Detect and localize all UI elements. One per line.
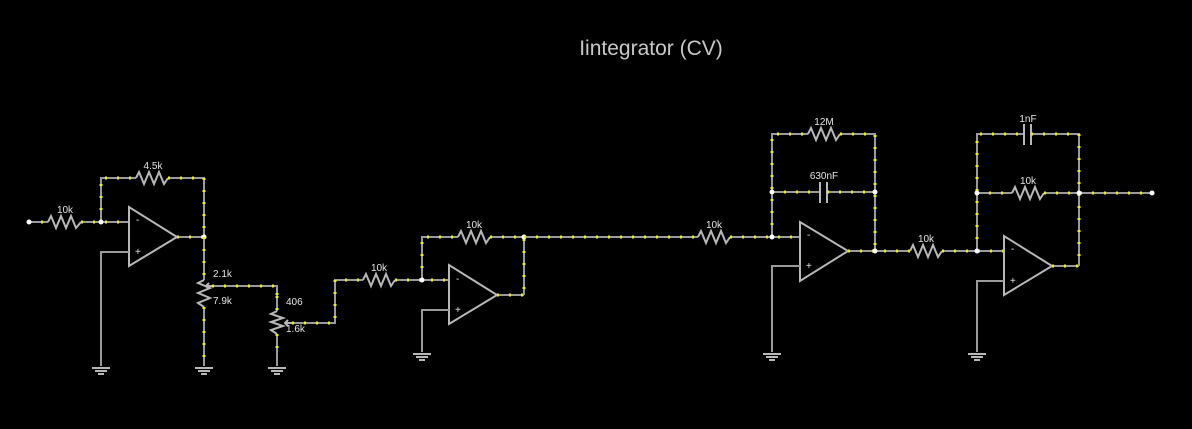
label-r-fb1: 4.5k — [144, 161, 164, 172]
junction — [872, 248, 878, 254]
opamp-3[interactable] — [799, 220, 850, 283]
opamp-2-minus: - — [456, 274, 459, 285]
ground-5 — [762, 353, 782, 361]
resistor-r-in1[interactable] — [47, 213, 82, 231]
resistor-r-in4[interactable] — [909, 242, 943, 260]
output-terminal[interactable] — [1149, 190, 1155, 196]
stage-3: 10k 12M 630nF - + — [697, 117, 910, 361]
resistor-r-in2[interactable] — [362, 271, 396, 289]
ground-1 — [91, 367, 111, 375]
junction — [974, 248, 980, 254]
ground-6 — [967, 353, 987, 361]
opamp-2-plus: + — [455, 305, 461, 316]
junction — [769, 189, 775, 195]
ground-4 — [412, 353, 432, 361]
junction — [769, 234, 775, 240]
stage-4: 10k 1nF 10k - + — [909, 114, 1155, 361]
opamp-3-plus: + — [806, 261, 812, 272]
label-r-in1: 10k — [57, 205, 74, 216]
label-r-fb3: 12M — [814, 117, 833, 128]
opamp-4-minus: - — [1011, 244, 1014, 255]
opamp-1[interactable] — [128, 205, 179, 268]
resistor-r-fb1[interactable] — [135, 169, 169, 187]
stage-2: 10k 10k - + — [362, 220, 527, 361]
capacitor-c-fb4[interactable] — [1023, 124, 1032, 145]
opamp-1-plus: + — [135, 247, 141, 258]
opamp-3-minus: - — [807, 230, 810, 241]
label-pot2-bot: 1.6k — [286, 324, 306, 335]
input-terminal[interactable] — [26, 219, 32, 225]
resistor-r-fb3[interactable] — [807, 125, 841, 143]
resistor-r-in3[interactable] — [697, 228, 731, 246]
label-r-fb2: 10k — [466, 220, 483, 231]
opamp-1-minus: - — [136, 215, 139, 226]
label-c-fb3: 630nF — [810, 171, 838, 182]
junction — [419, 277, 425, 283]
label-pot2-top: 406 — [286, 297, 303, 308]
label-r-in3: 10k — [706, 220, 723, 231]
ground-3 — [267, 367, 287, 375]
junction — [872, 189, 878, 195]
resistor-r-fb2[interactable] — [457, 228, 491, 246]
label-r-in4: 10k — [918, 234, 935, 245]
label-c-fb4: 1nF — [1019, 114, 1036, 125]
potentiometer-1[interactable]: 2.1k 7.9k — [194, 237, 279, 375]
label-pot1-bot: 7.9k — [213, 296, 233, 307]
ground-2 — [194, 367, 214, 375]
resistor-r-fb4[interactable] — [1011, 184, 1045, 202]
potentiometer-2[interactable]: 406 1.6k — [267, 278, 363, 375]
opamp-4-plus: + — [1010, 276, 1016, 287]
circuit-title: Iintegrator (CV) — [579, 37, 723, 60]
stage-1: 10k 4.5k - + — [26, 161, 207, 375]
capacitor-c-fb3[interactable] — [819, 182, 828, 203]
opamp-4[interactable] — [1003, 234, 1054, 297]
junction — [98, 219, 104, 225]
label-r-fb4: 10k — [1020, 176, 1037, 187]
junction — [974, 190, 980, 196]
label-pot1-top: 2.1k — [213, 269, 233, 280]
opamp-2[interactable] — [448, 263, 499, 326]
label-r-in2: 10k — [371, 263, 388, 274]
junction — [1076, 190, 1082, 196]
